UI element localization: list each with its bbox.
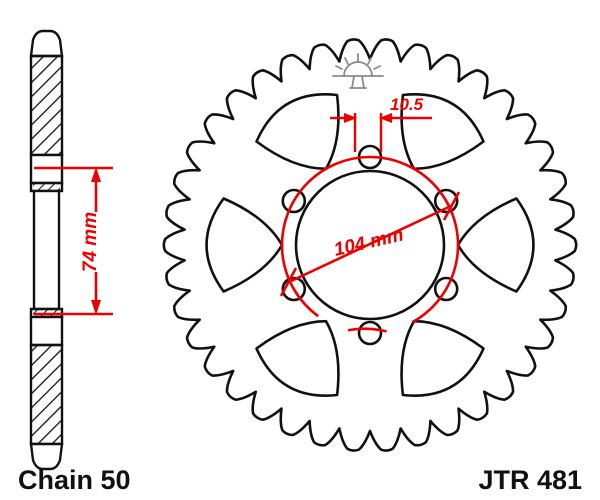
lightening-window [255, 319, 340, 397]
bolt-hole [357, 320, 383, 346]
sun-ray-upper-right [367, 57, 372, 65]
bolt-hole-dimension: 10.5 [330, 95, 432, 152]
sun-ray-left [335, 65, 343, 70]
surface-finish-icon [332, 53, 384, 89]
thickness-dimension: 74 mm [34, 166, 113, 316]
bolt-circle-arc-lower [347, 327, 387, 333]
side-section-view [29, 29, 64, 471]
bolt-hole-dimension-label: 10.5 [390, 95, 424, 114]
sun-ray-upper-left [344, 57, 349, 65]
sun-stand-left [351, 75, 355, 89]
bolt-hole-arrow-right [379, 113, 392, 123]
thickness-dimension-label: 74 mm [80, 212, 101, 272]
bolt-hole-arrow-left [344, 113, 357, 123]
part-number-label: JTR 481 [478, 465, 582, 495]
side-lower-hatch-fill [31, 345, 62, 444]
bolt-circle-tick-right [442, 191, 461, 221]
side-upper-tooth-tip [29, 29, 64, 58]
thickness-arrow-up [91, 167, 101, 182]
thickness-arrow-down [91, 300, 101, 315]
bolt-circle-tick-left [279, 267, 298, 297]
side-lower-tooth-tip [29, 442, 64, 471]
bolt-circle-arc-main [280, 155, 460, 324]
sun-dome [343, 61, 373, 77]
bolt-circle-dim-line [288, 204, 452, 284]
side-upper-hatch-fill [31, 56, 62, 155]
lightening-window [400, 319, 485, 397]
side-lower-web-band [29, 315, 64, 347]
chain-label: Chain 50 [18, 465, 131, 495]
sun-ray-right [373, 65, 381, 70]
side-upper-sliver-fill [33, 183, 60, 191]
sun-stand-right [361, 75, 365, 89]
lightening-window [456, 197, 535, 293]
lightening-window [205, 197, 284, 293]
lightening-window [400, 93, 485, 171]
lightening-windows-group [205, 93, 535, 397]
side-hub-barrel [32, 189, 61, 311]
lightening-window [255, 93, 340, 171]
